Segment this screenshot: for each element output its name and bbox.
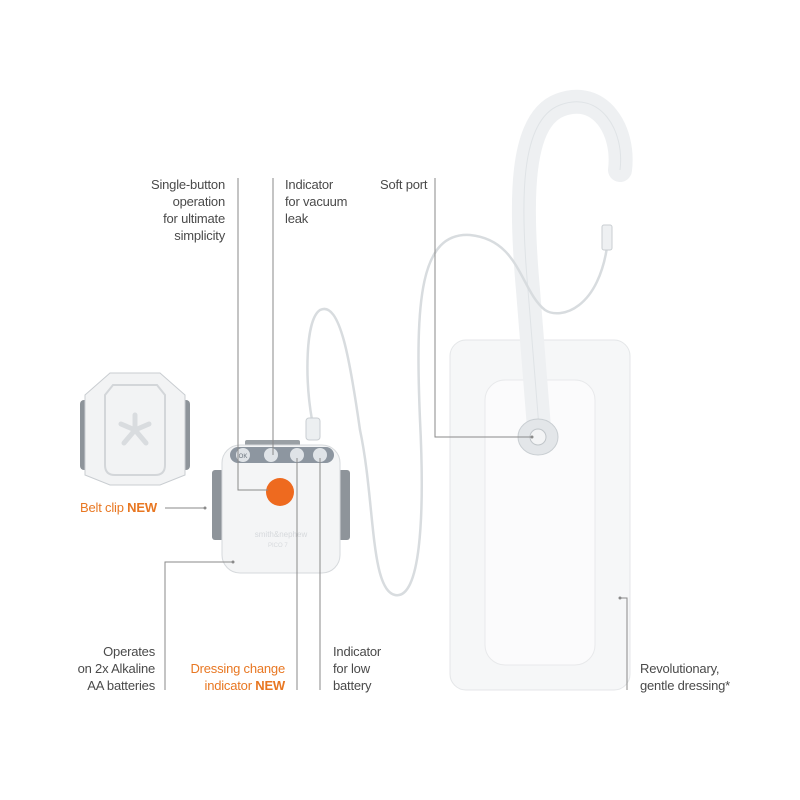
- belt-clip: [80, 372, 190, 486]
- label-vacuum-leak: Indicator for vacuum leak: [285, 177, 348, 226]
- dressing: [449, 339, 631, 691]
- dressing-change-new-badge: NEW: [255, 678, 285, 693]
- model-name: PICO 7: [268, 543, 288, 549]
- label-belt-clip: Belt clip NEW: [80, 499, 157, 516]
- label-single-button: Single-button operation for ultimate sim…: [150, 177, 225, 243]
- label-batteries: Operates on 2x Alkaline AA batteries: [77, 644, 156, 693]
- label-soft-port: Soft port: [380, 177, 428, 192]
- tubing: [305, 89, 633, 597]
- pico-device: OK smith&nephew PICO 7: [212, 440, 350, 574]
- dressing-change-text: Dressing change indicator: [190, 661, 285, 693]
- brand-logo: smith&nephew: [255, 530, 308, 539]
- ok-icon-label: OK: [239, 454, 248, 460]
- label-low-battery: Indicator for low battery: [333, 644, 382, 693]
- belt-clip-new-badge: NEW: [127, 500, 157, 515]
- leader-lines: [164, 178, 628, 690]
- label-dressing: Revolutionary, gentle dressing*: [640, 661, 731, 693]
- label-dressing-change: Dressing change indicator NEW: [190, 660, 285, 694]
- belt-clip-text: Belt clip: [80, 500, 124, 515]
- soft-port: [517, 418, 559, 456]
